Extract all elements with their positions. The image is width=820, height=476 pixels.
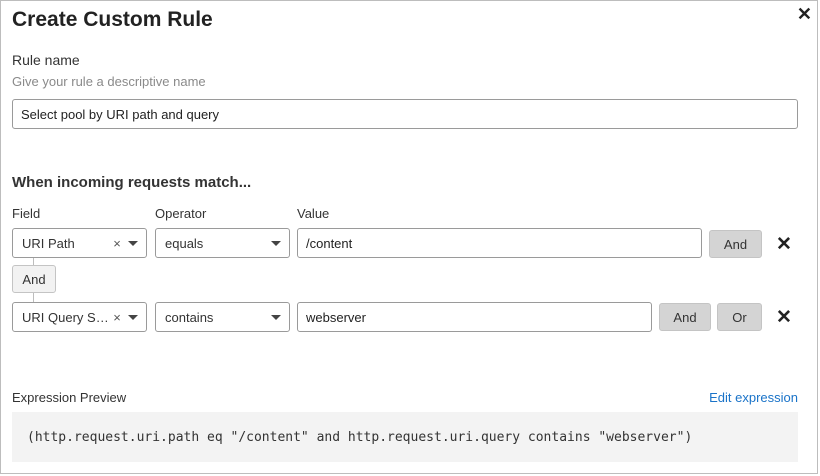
value-input-text: /content [306, 235, 353, 251]
connector-line-bottom [33, 293, 34, 302]
clear-icon[interactable]: × [113, 235, 121, 251]
field-select-row-1[interactable]: URI Path × [12, 228, 147, 258]
field-select-value: URI Query St... [22, 309, 110, 325]
delete-row-1-icon[interactable]: ✕ [776, 234, 792, 255]
and-button-row-1[interactable]: And [709, 230, 762, 258]
and-button-row-2[interactable]: And [659, 303, 711, 331]
close-icon[interactable]: ✕ [796, 4, 812, 24]
rule-name-label: Rule name [12, 52, 80, 68]
connector-line-top [33, 258, 34, 265]
value-column-label: Value [297, 206, 330, 221]
delete-row-2-icon[interactable]: ✕ [776, 307, 792, 328]
dialog-title: Create Custom Rule [12, 8, 213, 31]
operator-column-label: Operator [155, 206, 207, 221]
field-select-row-2[interactable]: URI Query St... × [12, 302, 147, 332]
rule-name-value: Select pool by URI path and query [21, 106, 220, 122]
value-input-row-2[interactable]: webserver [297, 302, 652, 332]
field-column-label: Field [12, 206, 41, 221]
rule-name-input[interactable]: Select pool by URI path and query [12, 99, 798, 129]
operator-select-value: contains [165, 309, 214, 325]
value-input-row-1[interactable]: /content [297, 228, 702, 258]
expression-preview: (http.request.uri.path eq "/content" and… [12, 412, 798, 462]
clear-icon[interactable]: × [113, 309, 121, 325]
rule-name-hint: Give your rule a descriptive name [12, 74, 206, 89]
match-heading: When incoming requests match... [12, 174, 252, 191]
value-input-text: webserver [306, 309, 366, 325]
chevron-down-icon [128, 314, 138, 320]
field-select-value: URI Path [22, 235, 75, 251]
chevron-down-icon [271, 314, 281, 320]
or-button-row-2[interactable]: Or [717, 303, 762, 331]
operator-select-value: equals [165, 235, 204, 251]
chevron-down-icon [271, 240, 281, 246]
and-connector: And [12, 265, 56, 293]
operator-select-row-2[interactable]: contains [155, 302, 290, 332]
expression-text: (http.request.uri.path eq "/content" and… [27, 429, 693, 445]
operator-select-row-1[interactable]: equals [155, 228, 290, 258]
chevron-down-icon [128, 240, 138, 246]
edit-expression-link[interactable]: Edit expression [709, 390, 798, 405]
expression-preview-label: Expression Preview [12, 390, 127, 405]
